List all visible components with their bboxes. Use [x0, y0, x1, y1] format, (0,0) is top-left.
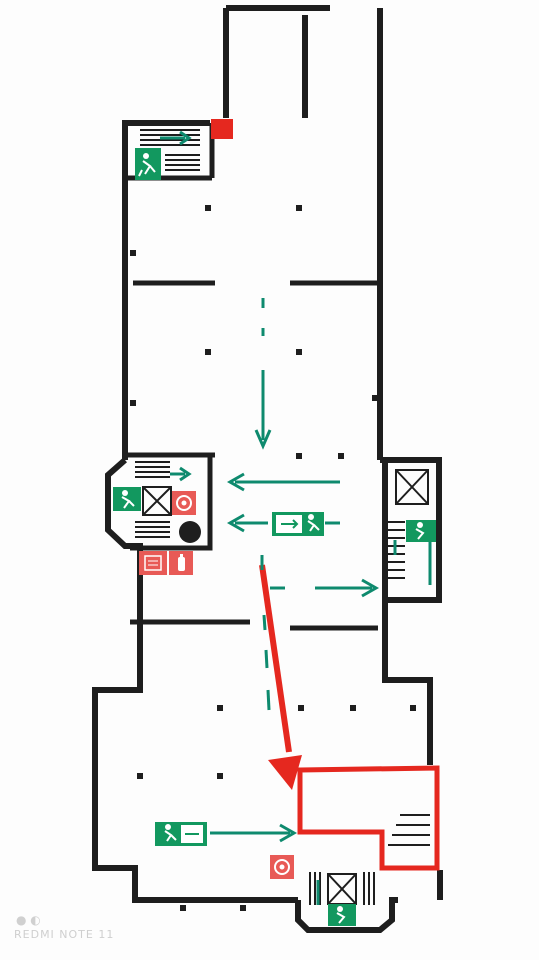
fire-extinguisher-icon — [169, 551, 193, 575]
bottom-stair-core — [309, 872, 375, 905]
highlighted-stairs — [388, 814, 430, 846]
exit-sign-icon — [155, 822, 207, 846]
exit-sign-icon — [406, 520, 436, 542]
exit-sign-icon — [328, 904, 356, 926]
central-stair-core — [125, 452, 213, 551]
fire-alarm-marker — [211, 119, 233, 139]
exit-sign-icon — [113, 487, 141, 511]
evacuation-routes — [160, 130, 432, 905]
exit-sign-icon — [135, 148, 161, 180]
fire-hose-icon — [270, 855, 294, 879]
outer-walls — [92, 5, 443, 933]
exit-sign-icon — [272, 512, 324, 536]
right-stair-core — [382, 457, 442, 603]
camera-mode-icon: ● ◐ — [16, 913, 41, 927]
fire-hose-icon — [172, 491, 196, 515]
fire-alarm-panel-icon — [139, 551, 167, 575]
highlighted-premises — [297, 765, 440, 871]
photo-watermark: REDMI NOTE 11 — [14, 928, 115, 941]
columns — [92, 205, 416, 911]
red-route-arrow — [259, 564, 302, 790]
upper-left-stairs — [140, 129, 200, 171]
